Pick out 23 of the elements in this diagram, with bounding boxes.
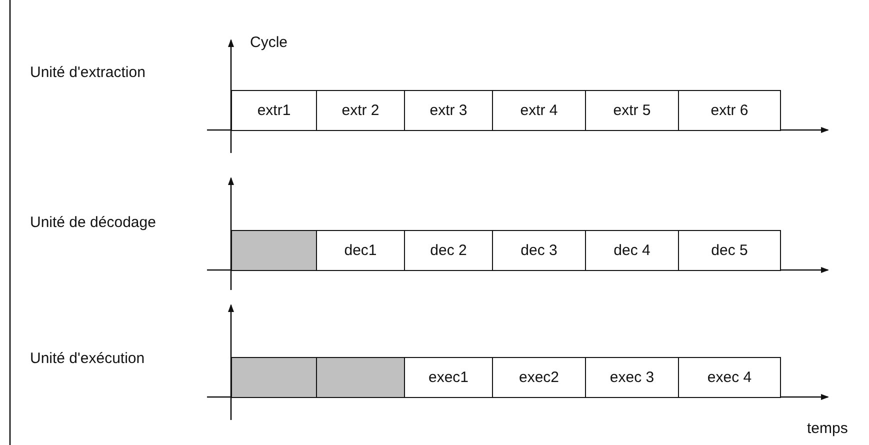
pipeline-stage-cell: extr 3 xyxy=(404,90,493,131)
pipeline-stage-cell: exec 4 xyxy=(678,357,781,398)
pipeline-stage-cell: dec1 xyxy=(316,230,405,271)
unit-label: Unité d'exécution xyxy=(30,350,145,367)
idle-cycle-cell xyxy=(316,357,405,398)
pipeline-stage-cell: extr 6 xyxy=(678,90,781,131)
pipeline-stage-cell: exec2 xyxy=(492,357,586,398)
pipeline-stage-cell: extr1 xyxy=(231,90,317,131)
axis-label: temps xyxy=(807,420,848,437)
idle-cycle-cell xyxy=(231,230,317,271)
pipeline-stage-cell: dec 5 xyxy=(678,230,781,271)
unit-label: Unité d'extraction xyxy=(30,64,146,81)
pipeline-stage-cell: extr 5 xyxy=(585,90,679,131)
pipeline-stage-cell: exec1 xyxy=(404,357,493,398)
pipeline-stage-cell: extr 4 xyxy=(492,90,586,131)
pipeline-stage-cell: extr 2 xyxy=(316,90,405,131)
pipeline-stage-cell: dec 2 xyxy=(404,230,493,271)
pipeline-stage-cell: dec 4 xyxy=(585,230,679,271)
pipeline-stage-cell: exec 3 xyxy=(585,357,679,398)
pipeline-stage-cell: dec 3 xyxy=(492,230,586,271)
idle-cycle-cell xyxy=(231,357,317,398)
axis-label: Cycle xyxy=(250,34,288,51)
unit-label: Unité de décodage xyxy=(30,214,156,231)
